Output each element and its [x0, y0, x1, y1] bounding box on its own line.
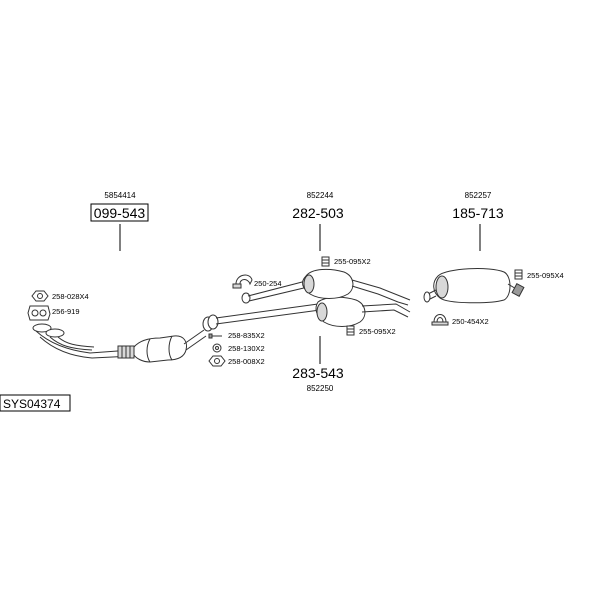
rubber-hanger-icon: [321, 256, 330, 267]
diagram-id-label: SYS04374: [0, 394, 71, 412]
rear-inlet-flange: [423, 291, 431, 303]
rubber-hanger-icon: [514, 269, 523, 280]
accessory-code: 258-835X2: [228, 331, 265, 340]
hex-nut-hole: [214, 358, 220, 364]
gasket-hole: [31, 309, 39, 317]
part-ref: 852257: [465, 191, 492, 200]
accessory-255-095x4[interactable]: 255-095X4: [514, 269, 564, 280]
converter-seam: [168, 335, 173, 361]
accessory-code: 256-919: [52, 307, 80, 316]
front-pipe-outlet: [183, 329, 205, 345]
diagram-id-box: [0, 394, 71, 412]
muffler-end: [303, 274, 315, 294]
accessory-258-130x2[interactable]: 258-130X2: [212, 343, 265, 353]
accessory-258-835x2[interactable]: 258-835X2: [208, 331, 265, 340]
part-ref: 852250: [307, 384, 334, 393]
rubber-hanger-icon: [346, 325, 355, 336]
center-pipe: [247, 280, 307, 297]
accessory-code: 258-008X2: [228, 357, 265, 366]
diagram-id-text: SYS04374: [3, 397, 61, 411]
accessory-code: 258-130X2: [228, 344, 265, 353]
bolt-head: [208, 333, 213, 339]
intermediate-pipe: [215, 303, 319, 319]
muffler-end: [316, 302, 328, 322]
converter-seam: [146, 338, 151, 363]
part-ref: 852244: [307, 191, 334, 200]
accessory-258-008x2[interactable]: 258-008X2: [208, 355, 265, 367]
accessory-code: 250-454X2: [452, 317, 489, 326]
hex-nut-hole: [37, 293, 43, 299]
tailpipe-tip: [511, 283, 525, 297]
accessory-code: 255-095X4: [527, 271, 564, 280]
gasket-hole: [39, 309, 47, 317]
accessory-258-028x4[interactable]: 258-028X4: [31, 290, 89, 302]
part-number: 099-543: [94, 205, 146, 221]
intermediate-pipe: [215, 309, 321, 325]
intermediate-pipe-assembly[interactable]: [215, 296, 411, 327]
front-pipe-tube: [49, 336, 93, 351]
clamp-icon: [235, 274, 253, 286]
front-pipe-tube: [39, 336, 133, 359]
front-pipe-outlet: [185, 335, 207, 351]
intermediate-outlet: [361, 303, 411, 313]
part-label-intermediate-muffler[interactable]: 283-543 852250: [292, 336, 344, 393]
part-label-rear-muffler[interactable]: 852257 185-713: [452, 191, 504, 251]
accessory-250-454x2[interactable]: 250-454X2: [431, 314, 489, 327]
part-number: 282-503: [292, 205, 344, 221]
accessory-255-095x2-top[interactable]: 255-095X2: [321, 256, 371, 267]
part-number: 185-713: [452, 205, 504, 221]
part-label-front-pipe[interactable]: 5854414 099-543: [90, 191, 149, 251]
manifold-flange: [32, 323, 52, 333]
accessory-250-254[interactable]: 250-254: [232, 274, 282, 289]
center-outlet: [351, 285, 409, 306]
accessory-code: 250-254: [254, 279, 282, 288]
catalytic-converter: [133, 335, 187, 363]
center-pipe-assembly[interactable]: [241, 268, 411, 306]
rear-muffler: [433, 268, 511, 304]
flange-ring: [207, 314, 219, 330]
manifold-flange: [45, 328, 65, 338]
muffler-end: [435, 275, 449, 299]
center-pipe-flange: [241, 292, 251, 304]
front-pipe-tube: [35, 330, 133, 354]
accessory-256-919[interactable]: 256-919: [27, 305, 80, 321]
accessory-code: 255-095X2: [359, 327, 396, 336]
u-clamp-saddle: [431, 321, 449, 326]
accessory-255-095x2-bottom[interactable]: 255-095X2: [346, 325, 396, 336]
accessory-code: 255-095X2: [334, 257, 371, 266]
part-number-box: [90, 203, 149, 222]
joint-flange[interactable]: [202, 314, 219, 332]
part-number: 283-543: [292, 365, 344, 381]
part-ref: 5854414: [104, 191, 136, 200]
center-outlet: [351, 279, 411, 301]
part-label-center-muffler[interactable]: 852244 282-503: [292, 191, 344, 251]
clamp-bolt: [232, 283, 242, 289]
front-pipe-assembly[interactable]: [32, 323, 207, 363]
rear-muffler-assembly[interactable]: [423, 268, 525, 304]
gasket-icon: [27, 305, 51, 321]
intermediate-outlet: [361, 309, 409, 318]
u-clamp-icon: [433, 314, 447, 323]
accessory-code: 258-028X4: [52, 292, 89, 301]
washer-hole: [215, 346, 219, 350]
front-pipe-tube: [57, 336, 95, 348]
center-pipe: [248, 286, 309, 302]
